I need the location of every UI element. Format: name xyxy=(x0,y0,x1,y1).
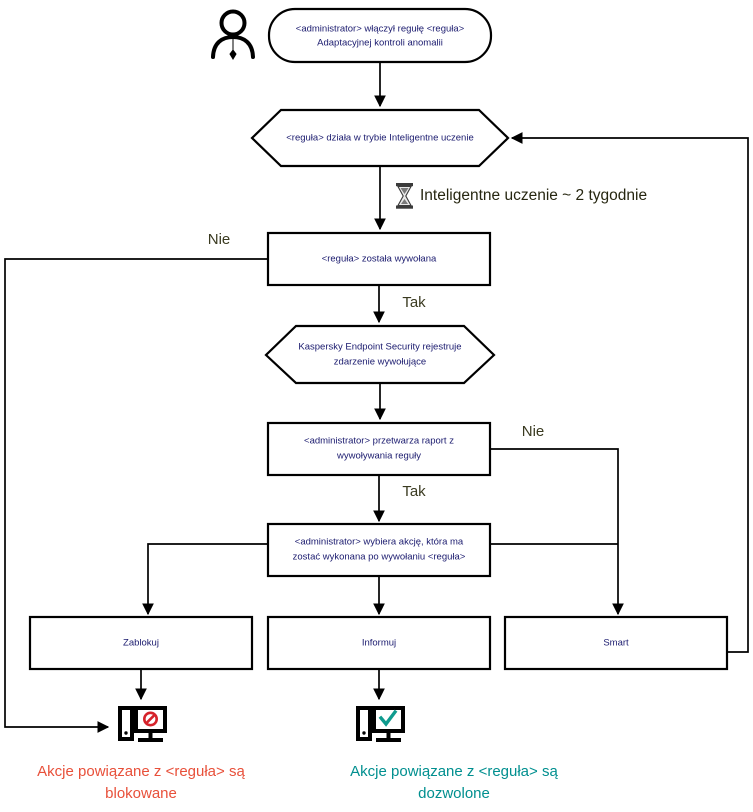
node-inform-label: Informuj xyxy=(362,638,396,649)
note-learning-duration: Inteligentne uczenie ~ 2 tygodnie xyxy=(396,183,647,209)
edge-label-no-report: Nie xyxy=(522,423,545,440)
edge-label-no-triggered: Nie xyxy=(208,231,231,248)
edge-smart-feedback-loop xyxy=(510,132,749,653)
node-rule-triggered-line-1: <reguła> została wywołana xyxy=(322,254,437,265)
node-admin-action-line-1: <administrator> wybiera akcję, która ma xyxy=(295,537,464,548)
node-start: <administrator> włączył regułę <reguła> … xyxy=(267,7,493,64)
node-kes-logs-line-1: Kaspersky Endpoint Security rejestruje xyxy=(298,342,461,353)
person-icon xyxy=(211,9,255,60)
edge-label-yes-triggered: Tak xyxy=(402,294,426,311)
node-admin-report-line-2: wywoływania reguły xyxy=(336,451,421,462)
monitor-allowed-icon xyxy=(356,706,405,742)
node-start-line-2: Adaptacyjnej kontroli anomalii xyxy=(317,38,443,49)
node-block-label: Zablokuj xyxy=(123,638,159,649)
node-kes-logs: Kaspersky Endpoint Security rejestruje z… xyxy=(264,324,496,385)
node-smart-mode-line-1: <reguła> działa w trybie Inteligentne uc… xyxy=(286,133,473,144)
outcome-blocked-line-2: blokowane xyxy=(105,785,177,802)
node-admin-report-line-1: <administrator> przetwarza raport z xyxy=(304,436,454,447)
edge-no-rule-triggered xyxy=(4,258,268,733)
note-learning-text: Inteligentne uczenie ~ 2 tygodnie xyxy=(420,187,647,204)
node-smart: Smart xyxy=(503,615,729,671)
node-rule-triggered: <reguła> została wywołana xyxy=(266,231,492,287)
node-smart-label: Smart xyxy=(603,638,629,649)
edge-action-to-block xyxy=(142,543,268,616)
node-block: Zablokuj xyxy=(28,615,254,671)
edge-label-yes-report: Tak xyxy=(402,483,426,500)
node-smart-mode: <reguła> działa w trybie Inteligentne uc… xyxy=(250,108,510,168)
outcome-blocked-label: Akcje powiązane z <reguła> są blokowane xyxy=(37,763,245,802)
node-admin-action: <administrator> wybiera akcję, która ma … xyxy=(266,522,492,578)
node-admin-action-line-2: zostać wykonana po wywołaniu <reguła> xyxy=(293,552,466,563)
monitor-blocked-icon xyxy=(118,706,167,742)
hourglass-icon xyxy=(396,183,413,209)
outcome-allowed-line-2: dozwolone xyxy=(418,785,490,802)
edge-no-admin-report xyxy=(490,448,624,616)
node-kes-logs-line-2: zdarzenie wywołujące xyxy=(334,357,426,368)
outcome-allowed-label: Akcje powiązane z <reguła> są dozwolone xyxy=(350,763,558,802)
node-admin-report: <administrator> przetwarza raport z wywo… xyxy=(266,421,492,477)
outcome-allowed-line-1: Akcje powiązane z <reguła> są xyxy=(350,763,558,780)
outcome-blocked-line-1: Akcje powiązane z <reguła> są xyxy=(37,763,245,780)
node-inform: Informuj xyxy=(266,615,492,671)
node-start-line-1: <administrator> włączył regułę <reguła> xyxy=(296,24,465,35)
